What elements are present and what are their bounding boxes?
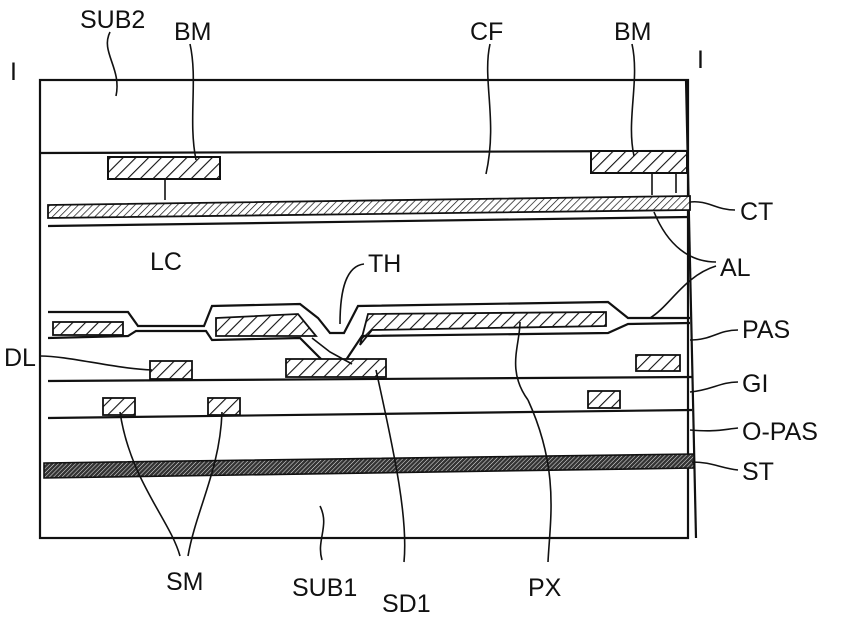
- counter-electrode-layer: [48, 196, 690, 218]
- leader-sub2: [107, 32, 117, 96]
- pixel-electrode-px: [360, 312, 606, 345]
- label-section-left: I: [10, 58, 17, 86]
- label-st: ST: [742, 458, 774, 486]
- label-ct: CT: [740, 198, 773, 226]
- leader-al-lower: [650, 266, 716, 318]
- label-th: TH: [368, 250, 401, 278]
- leader-st: [692, 462, 738, 470]
- leader-th: [340, 264, 364, 324]
- scan-line-2: [208, 398, 240, 415]
- leader-bm-left: [190, 44, 196, 160]
- label-section-right: I: [697, 46, 704, 74]
- label-gi: GI: [742, 370, 768, 398]
- st-layer: [44, 454, 694, 478]
- leader-cf: [486, 44, 491, 174]
- label-bm-left: BM: [174, 18, 212, 46]
- label-dl: DL: [4, 344, 36, 372]
- black-matrix-right: [591, 151, 687, 173]
- leader-o-pas: [690, 428, 738, 431]
- label-sm: SM: [166, 568, 204, 596]
- label-al: AL: [720, 254, 751, 282]
- label-sub1: SUB1: [292, 574, 357, 602]
- leader-sub1: [320, 506, 324, 560]
- leader-dl: [40, 356, 152, 370]
- leader-gi: [690, 382, 738, 392]
- label-sub2: SUB2: [80, 6, 145, 34]
- sub2-lower-edge: [40, 151, 686, 153]
- label-sd1: SD1: [382, 590, 431, 617]
- black-matrix-left: [108, 157, 220, 179]
- leader-pas: [690, 330, 738, 340]
- leader-bm-right: [631, 44, 634, 156]
- pad-right: [636, 355, 680, 371]
- label-px: PX: [528, 574, 562, 602]
- leader-sm-1: [120, 412, 180, 556]
- label-o-pas: O-PAS: [742, 418, 818, 446]
- scan-line-3: [588, 391, 620, 408]
- electrode-middle: [216, 314, 316, 336]
- label-bm-right: BM: [614, 18, 652, 46]
- label-lc: LC: [150, 248, 182, 276]
- drain-line-pad: [150, 361, 192, 379]
- leader-sm-2: [188, 412, 222, 556]
- electrode-left: [53, 322, 123, 335]
- leader-al-upper: [654, 212, 716, 262]
- scan-line-1: [103, 398, 135, 415]
- alignment-film-upper: [48, 217, 690, 226]
- gi-lower-boundary: [48, 410, 692, 418]
- label-pas: PAS: [742, 316, 790, 344]
- source-drain-sd1: [286, 359, 386, 377]
- label-cf: CF: [470, 18, 503, 46]
- leader-ct: [690, 202, 735, 210]
